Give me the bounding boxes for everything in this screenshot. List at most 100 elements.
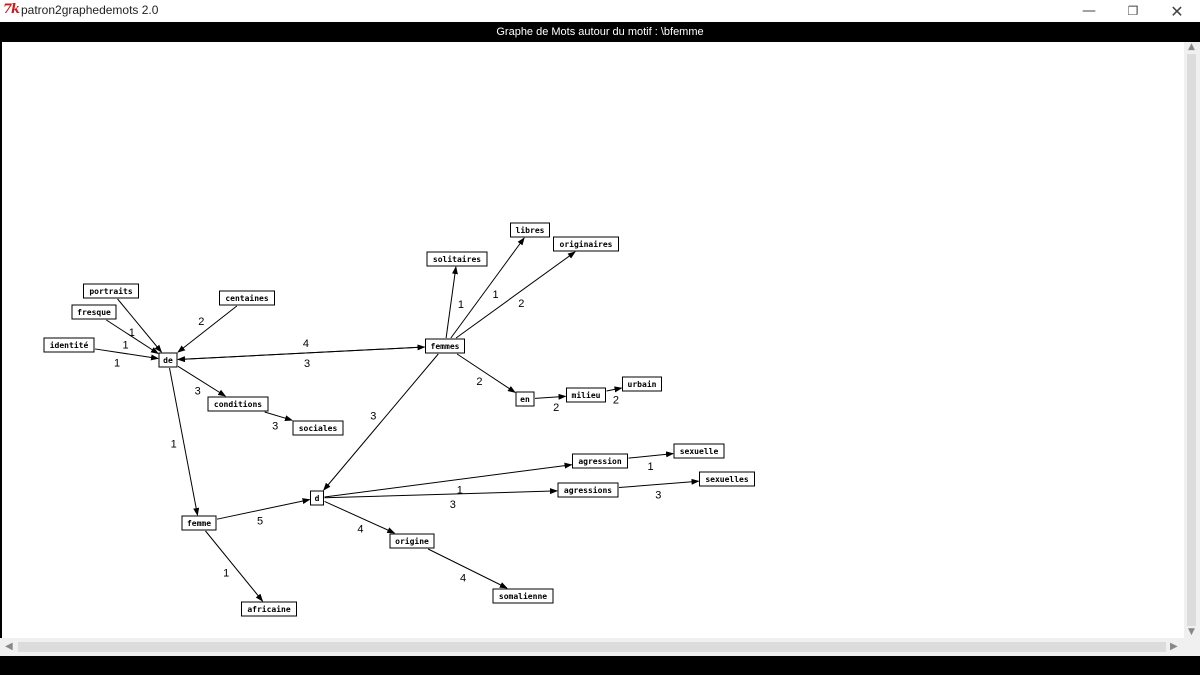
node-conditions[interactable]: conditions [207,396,269,412]
node-d[interactable]: d [310,490,324,506]
node-label: urbain [628,379,657,389]
node-solitaires[interactable]: solitaires [426,251,488,267]
node-box[interactable] [219,290,275,306]
node-box[interactable] [83,283,139,299]
node-africaine[interactable]: africaine [241,601,297,617]
edge-label-milieu-urbain: 2 [613,394,619,406]
edge-en-milieu [534,393,567,400]
edge-label-femmes-en: 2 [476,376,482,388]
node-agression[interactable]: agression [572,453,628,469]
node-femmes[interactable]: femmes [425,338,465,354]
edge-label-de-femme: 1 [171,438,177,450]
node-box[interactable] [241,601,297,617]
node-label: origine [395,536,429,546]
edge-de-femme [169,367,200,516]
edge-label-d-origine: 4 [357,524,363,536]
node-sexuelle[interactable]: sexuelle [673,443,725,459]
node-box[interactable] [557,482,619,498]
edge-conditions-sociales [264,411,293,422]
node-libres[interactable]: libres [510,222,550,238]
edge-label-conditions-sociales: 3 [272,421,278,433]
node-box[interactable] [292,420,344,436]
node-box[interactable] [553,236,619,252]
node-identite[interactable]: identité [43,337,95,353]
node-box[interactable] [622,376,662,392]
node-box[interactable] [492,588,554,604]
node-label: sexuelle [680,447,719,456]
nodes-layer: portraits fresque identité de centaines condi… [43,222,755,617]
node-box[interactable] [181,515,217,531]
node-label: agression [578,456,622,466]
window-title: patron2graphedemots 2.0 [21,3,159,17]
vertical-scroll-thumb[interactable] [1187,54,1196,626]
node-box[interactable] [699,471,755,487]
edge-centaines-de [177,305,238,353]
edge-label-en-milieu: 2 [553,402,559,414]
node-box[interactable] [425,338,465,354]
node-box[interactable] [510,222,550,238]
edge-agression-sexuelle [628,451,674,459]
scroll-left-icon[interactable]: ◀ [5,641,13,652]
node-portraits[interactable]: portraits [83,283,139,299]
node-originaires[interactable]: originaires [553,236,619,252]
node-label: en [520,395,530,404]
edge-label-identite-de: 1 [114,357,120,369]
edge-milieu-urbain [606,386,623,393]
node-de[interactable]: de [158,352,178,368]
node-box[interactable] [389,533,435,549]
vertical-scrollbar[interactable]: ▲ ▼ [1184,42,1200,638]
node-somalienne[interactable]: somalienne [492,588,554,604]
node-milieu[interactable]: milieu [566,387,606,403]
scroll-right-icon[interactable]: ▶ [1170,641,1178,652]
node-box[interactable] [207,396,269,412]
edge-identite-de [94,348,159,361]
edge-agressions-sexuelles [618,478,700,489]
maximize-button[interactable]: ❐ [1127,4,1139,18]
node-box[interactable] [515,391,535,407]
node-label: centaines [225,293,269,303]
node-label: sociales [299,423,338,433]
node-box[interactable] [310,490,324,506]
node-label: conditions [214,399,262,409]
close-button[interactable]: ✕ [1170,1,1184,21]
node-label: sexuelles [705,475,749,484]
node-fresque[interactable]: fresque [71,304,117,320]
edge-portraits-de [117,298,163,353]
node-label: portraits [89,286,133,296]
node-sociales[interactable]: sociales [292,420,344,436]
node-box[interactable] [566,387,606,403]
node-agressions[interactable]: agressions [557,482,619,498]
edge-label-femmes-de: 4 [303,338,309,350]
edge-origine-somalienne [427,548,508,589]
app-logo-icon: 7k [3,2,20,17]
horizontal-scrollbar[interactable]: ◀ ▶ [0,638,1200,656]
minimize-button[interactable]: — [1082,3,1096,19]
edge-femmes-d [323,353,439,491]
node-box[interactable] [426,251,488,267]
node-box[interactable] [158,352,178,368]
node-box[interactable] [71,304,117,320]
node-label: libres [516,225,545,235]
node-label: milieu [572,390,601,400]
scroll-up-icon[interactable]: ▲ [1188,42,1195,52]
node-box[interactable] [572,453,628,469]
node-en[interactable]: en [515,391,535,407]
edge-femmes-en [456,353,516,393]
node-centaines[interactable]: centaines [219,290,275,306]
edge-label-d-agressions: 3 [450,499,456,511]
scroll-down-icon[interactable]: ▼ [1188,627,1195,637]
horizontal-scroll-thumb[interactable] [18,642,1166,652]
node-origine[interactable]: origine [389,533,435,549]
node-sexuelles[interactable]: sexuelles [699,471,755,487]
node-femme[interactable]: femme [181,515,217,531]
node-box[interactable] [673,443,725,459]
window-titlebar: 7k patron2graphedemots 2.0 — ❐ ✕ [0,0,1200,22]
node-urbain[interactable]: urbain [622,376,662,392]
edge-label-femmes-solitaires: 1 [458,299,464,311]
node-box[interactable] [43,337,95,353]
edge-femmes-originaires [455,251,576,339]
edge-label-centaines-de: 2 [198,316,204,328]
edge-label-femmes-d: 3 [370,411,376,423]
